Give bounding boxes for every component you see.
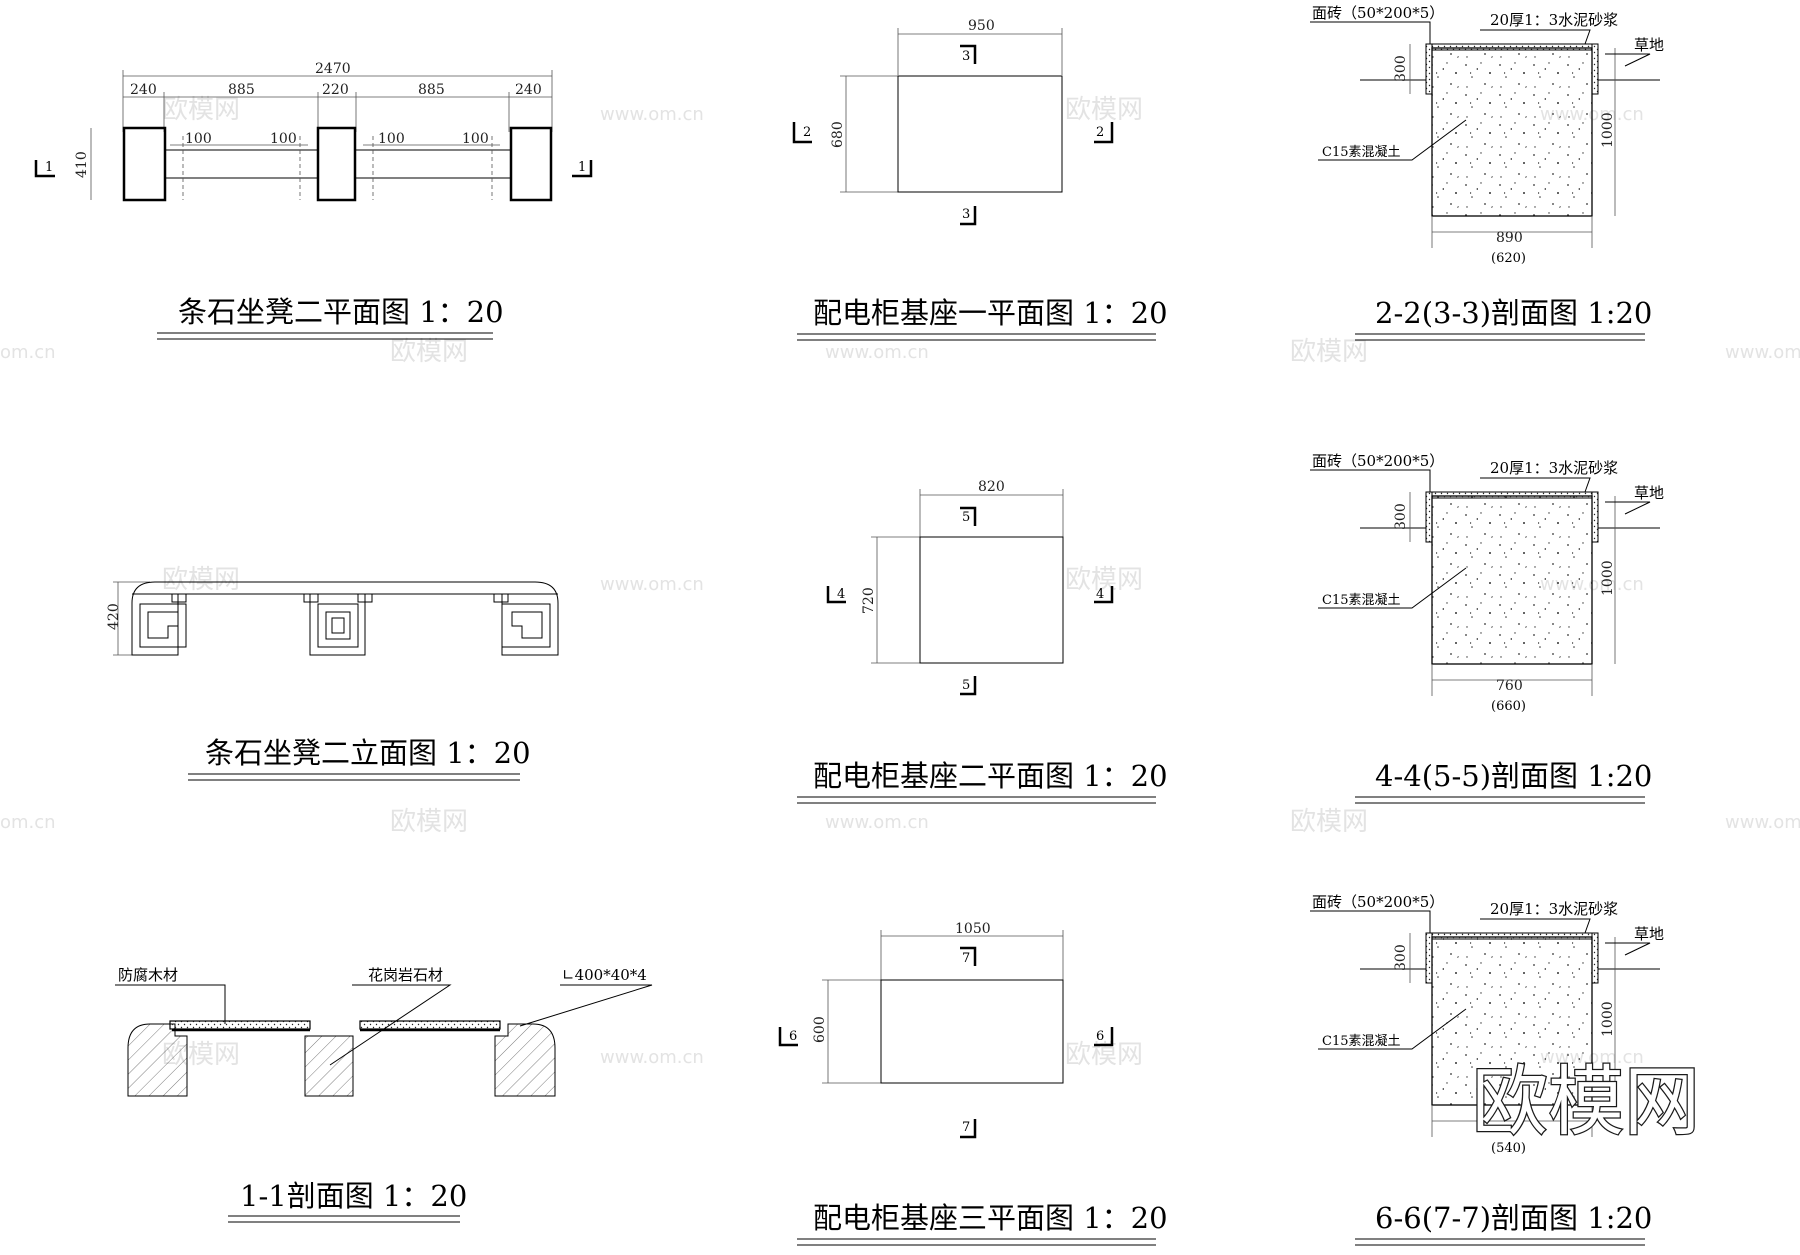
section-b-drawing: 300 1000 760 (660) 面砖（50*200*5） 20厚1：3水泥… xyxy=(1310,452,1664,714)
section-mark: 5 xyxy=(962,510,970,525)
dim-seg: 220 xyxy=(322,82,349,98)
dim-seg: 240 xyxy=(515,82,542,98)
section-mark: 7 xyxy=(962,951,970,966)
watermark-text: www.om.cn xyxy=(1725,812,1800,833)
annotation-label: ∟400*40*4 xyxy=(562,966,647,984)
dim-depth: 300 xyxy=(1393,503,1409,530)
watermark-text: 欧模网 xyxy=(162,565,240,595)
watermark-text: 欧模网 xyxy=(162,95,240,125)
drawing-title: 2-2(3-3)剖面图 1:20 xyxy=(1375,296,1652,330)
bench-elevation-drawing: 420 xyxy=(106,581,559,656)
dim-seg: 885 xyxy=(228,82,255,98)
cabinet-plan-1-drawing: 950 680 3 3 2 2 xyxy=(792,18,1114,226)
section-mark: 1 xyxy=(578,160,586,175)
bench-plan-drawing: 2470 240 885 220 885 240 100 100 100 100… xyxy=(34,61,593,202)
drawing-title: 配电柜基座一平面图 1：20 xyxy=(813,296,1168,330)
drawing-title: 条石坐凳二立面图 1：20 xyxy=(205,736,531,770)
drawing-title: 条石坐凳二平面图 1：20 xyxy=(178,295,504,329)
dim-width: 890 xyxy=(1496,230,1523,246)
watermark-text: www.om.cn xyxy=(1725,342,1800,363)
dim-seg: 240 xyxy=(130,82,157,98)
dim-width: 760 xyxy=(1496,678,1523,694)
watermark-layer: 欧模网 www.om.cn 欧模网 www.om.cn om.cn 欧模网 ww… xyxy=(0,95,1800,1070)
dim-width: 820 xyxy=(978,479,1005,495)
dim-height: 720 xyxy=(861,587,877,614)
dim-height: 1000 xyxy=(1600,1001,1616,1037)
section-mark: 6 xyxy=(789,1029,797,1044)
watermark-text: 欧模网 xyxy=(1065,95,1143,125)
dim-depth: 300 xyxy=(1393,55,1409,82)
annotation-label: 面砖（50*200*5） xyxy=(1312,452,1444,470)
watermark-text: 欧模网 xyxy=(1290,807,1368,837)
watermark-text: 欧模网 xyxy=(1065,565,1143,595)
annotation-label: 花岗岩石材 xyxy=(368,966,443,984)
section-mark: 3 xyxy=(962,207,970,222)
annotation-label: 面砖（50*200*5） xyxy=(1312,4,1444,22)
section-mark: 4 xyxy=(1096,587,1104,602)
section-mark: 5 xyxy=(962,678,970,693)
watermark-logo: 欧模网 xyxy=(1472,1057,1700,1146)
dim-seg: 885 xyxy=(418,82,445,98)
cabinet-plan-2-drawing: 820 720 5 5 4 4 xyxy=(826,479,1114,696)
drawing-title: 4-4(5-5)剖面图 1:20 xyxy=(1375,759,1652,793)
watermark-text: om.cn xyxy=(0,342,56,363)
drawing-title: 6-6(7-7)剖面图 1:20 xyxy=(1375,1201,1652,1235)
watermark-text: www.om.cn xyxy=(600,574,704,595)
dim-inner: 100 xyxy=(185,131,212,147)
cabinet-plan-3-drawing: 1050 600 7 7 6 6 xyxy=(778,921,1114,1139)
watermark-text: 欧模网 xyxy=(390,337,468,367)
section-c-drawing: 300 1000 (540) 面砖（50*200*5） 20厚1：3水泥砂浆 草… xyxy=(1310,893,1664,1156)
drawing-title: 1-1剖面图 1：20 xyxy=(240,1179,467,1213)
dim-width-alt: (620) xyxy=(1491,251,1526,266)
watermark-text: 欧模网 xyxy=(390,807,468,837)
section-mark: 2 xyxy=(1096,125,1104,140)
annotation-label: 20厚1：3水泥砂浆 xyxy=(1490,900,1618,918)
annotation-label: C15素混凝土 xyxy=(1322,592,1401,608)
dim-height: 420 xyxy=(106,603,122,630)
annotation-label: 防腐木材 xyxy=(118,966,178,984)
watermark-text: om.cn xyxy=(0,812,56,833)
section-mark: 3 xyxy=(962,49,970,64)
dim-height: 600 xyxy=(812,1016,828,1043)
dim-height: 680 xyxy=(830,121,846,148)
dim-width-alt: (540) xyxy=(1491,1141,1526,1156)
annotation-label: 草地 xyxy=(1634,36,1664,54)
watermark-text: www.om.cn xyxy=(600,104,704,125)
annotation-label: 20厚1：3水泥砂浆 xyxy=(1490,11,1618,29)
annotation-label: C15素混凝土 xyxy=(1322,1033,1401,1049)
section-mark: 4 xyxy=(837,587,845,602)
dim-depth: 300 xyxy=(1393,944,1409,971)
annotation-label: 草地 xyxy=(1634,484,1664,502)
annotation-label: 20厚1：3水泥砂浆 xyxy=(1490,459,1618,477)
watermark-text: 欧模网 xyxy=(1290,337,1368,367)
bench-section-drawing: 防腐木材 花岗岩石材 ∟400*40*4 xyxy=(115,966,653,1097)
section-mark: 1 xyxy=(45,160,53,175)
dim-width-alt: (660) xyxy=(1491,699,1526,714)
watermark-text: www.om.cn xyxy=(825,342,929,363)
watermark-text: www.om.cn xyxy=(600,1047,704,1068)
annotation-label: 面砖（50*200*5） xyxy=(1312,893,1444,911)
dim-height: 1000 xyxy=(1600,560,1616,596)
dim-height: 410 xyxy=(74,151,90,178)
section-a-drawing: 300 1000 890 (620) 面砖（50*200*5） 20厚1：3水泥… xyxy=(1310,4,1664,266)
dim-inner: 100 xyxy=(378,131,405,147)
dim-inner: 100 xyxy=(270,131,297,147)
dim-total: 2470 xyxy=(315,61,351,77)
section-mark: 2 xyxy=(803,125,811,140)
dim-height: 1000 xyxy=(1600,112,1616,148)
section-mark: 7 xyxy=(962,1120,970,1135)
watermark-text: www.om.cn xyxy=(825,812,929,833)
dim-inner: 100 xyxy=(462,131,489,147)
dim-width: 950 xyxy=(968,18,995,34)
drawing-title: 配电柜基座三平面图 1：20 xyxy=(813,1201,1168,1235)
annotation-label: 草地 xyxy=(1634,925,1664,943)
annotation-label: C15素混凝土 xyxy=(1322,144,1401,160)
drawing-title: 配电柜基座二平面图 1：20 xyxy=(813,759,1168,793)
dim-width: 1050 xyxy=(955,921,991,937)
section-mark: 6 xyxy=(1096,1029,1104,1044)
